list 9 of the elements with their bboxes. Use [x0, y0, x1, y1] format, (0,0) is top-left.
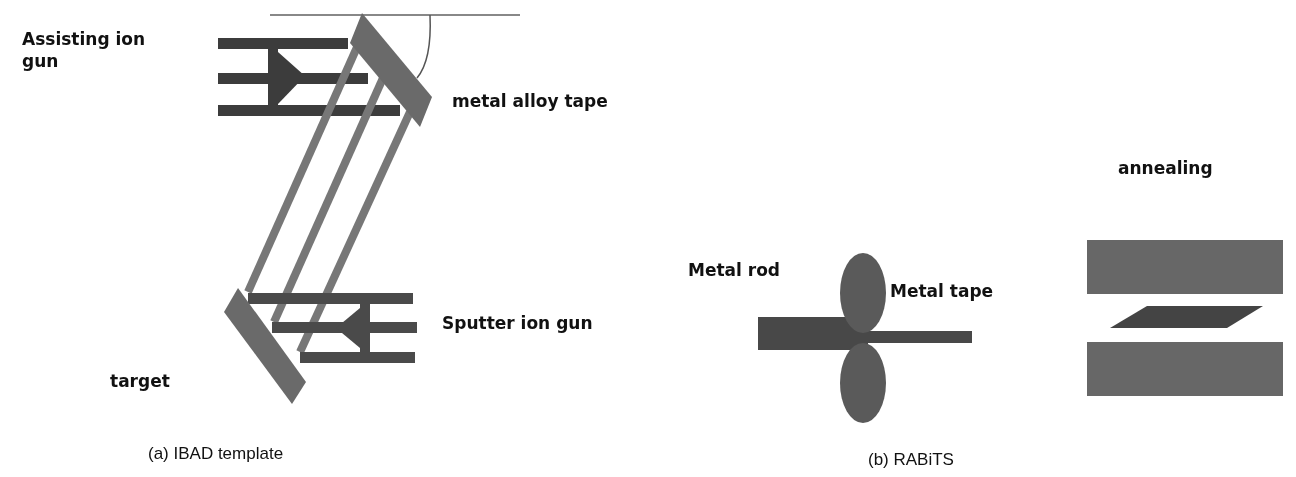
part-label: metal alloy tape	[452, 90, 608, 113]
part-label: Assisting ion gun	[22, 28, 147, 73]
part-label: target	[110, 370, 170, 393]
part-label: annealing	[1118, 157, 1213, 180]
part-label: Metal rod	[688, 259, 781, 282]
figure-caption: (a) IBAD template	[148, 444, 284, 464]
figure-caption: (b) RABiTS	[868, 450, 954, 470]
part-label: Metal tape	[890, 280, 994, 303]
part-label: Sputter ion gun	[442, 312, 593, 335]
